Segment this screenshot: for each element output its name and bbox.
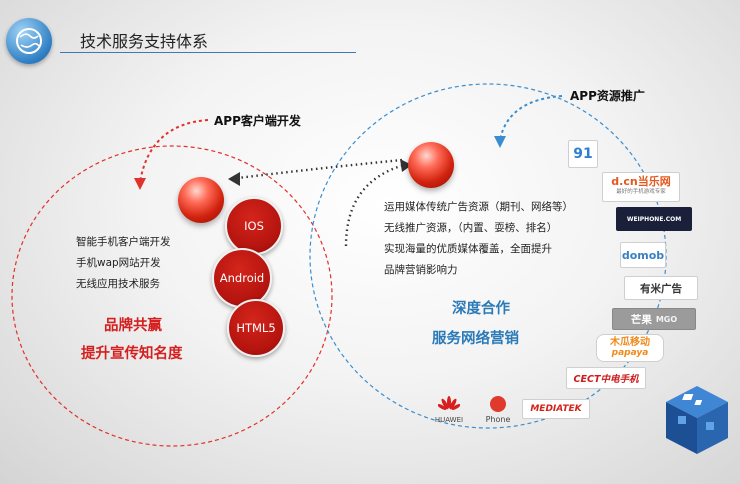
logo-dangle-text: d.cn当乐网 <box>611 175 671 188</box>
title-divider <box>60 52 356 53</box>
list-item: 无线应用技术服务 <box>76 278 160 290</box>
left-circle-outline <box>11 145 333 447</box>
logo-papaya-subtext: papaya <box>611 348 649 358</box>
logo-mediatek: MEDIATEK <box>522 399 590 419</box>
slogan-deep-cooperation: 深度合作 <box>452 301 510 317</box>
list-item: 无线推广资源，（内置、耍榜、排名） <box>384 222 558 234</box>
logo-mediatek-text: MEDIATEK <box>530 404 582 414</box>
list-item: 手机wap网站开发 <box>76 257 161 269</box>
huawei-flower-icon <box>438 396 460 410</box>
logo-papaya: 木瓜移动 papaya <box>596 334 664 362</box>
list-item: 品牌营销影响力 <box>384 264 458 276</box>
list-item: 智能手机客户端开发 <box>76 236 171 248</box>
logo-cect-text: CECT中电手机 <box>573 374 639 385</box>
logo-91: 91 <box>568 140 598 168</box>
list-item: 实现海量的优质媒体覆盖，全面提升 <box>384 243 552 255</box>
logo-huawei: HUAWEI <box>430 396 468 430</box>
logo-91-text: 91 <box>573 146 593 162</box>
link-arrow-to-right <box>344 163 405 247</box>
platform-ios: IOS <box>225 197 283 255</box>
logo-dangle-subtext: 最好的手机游戏专家 <box>616 189 666 195</box>
cube-decoration-icon <box>664 384 730 456</box>
logo-weiphone: WEIPHONE.COM <box>616 207 692 231</box>
logo-cect: CECT中电手机 <box>566 367 646 389</box>
logo-domob: domob <box>620 242 666 268</box>
right-circle-outline <box>309 83 667 429</box>
logo-papaya-text: 木瓜移动 <box>610 337 650 348</box>
logo-phone: Phone <box>484 396 512 430</box>
logo-youmi-text: 有米广告 <box>640 282 682 295</box>
logo-mango: 芒果 MGO <box>612 308 696 330</box>
left-red-orb <box>178 177 224 223</box>
app-dev-heading: APP客户端开发 <box>214 114 301 128</box>
logo-weiphone-text: WEIPHONE.COM <box>626 215 682 223</box>
list-item: 运用媒体传统广告资源（期刊、网络等） <box>384 201 573 213</box>
app-dev-list: 智能手机客户端开发 手机wap网站开发 无线应用技术服务 <box>76 232 171 295</box>
page-title: 技术服务支持体系 <box>80 32 209 51</box>
phone-badge-icon <box>490 396 506 412</box>
logo-huawei-text: HUAWEI <box>434 416 464 424</box>
right-red-orb <box>408 142 454 188</box>
globe-icon <box>6 18 52 64</box>
logo-phone-text: Phone <box>485 415 511 424</box>
logo-youmi: 有米广告 <box>624 276 698 300</box>
left-heading-arrow <box>139 119 209 183</box>
slogan-network-marketing: 服务网络营销 <box>432 331 519 347</box>
app-promo-heading: APP资源推广 <box>570 89 645 103</box>
link-arrow-to-left <box>237 158 403 180</box>
logo-mango-subtext: MGO <box>655 314 678 324</box>
platform-html5: HTML5 <box>227 299 285 357</box>
app-promo-list: 运用媒体传统广告资源（期刊、网络等） 无线推广资源，（内置、耍榜、排名） 实现海… <box>384 197 573 281</box>
slogan-brand-awareness: 提升宣传知名度 <box>81 346 183 362</box>
logo-mango-text: 芒果 <box>630 313 652 326</box>
logo-dangle: d.cn当乐网 最好的手机游戏专家 <box>602 172 680 202</box>
right-heading-arrow <box>499 95 563 141</box>
logo-domob-text: domob <box>621 248 665 262</box>
slogan-brand-winwin: 品牌共赢 <box>104 318 162 334</box>
